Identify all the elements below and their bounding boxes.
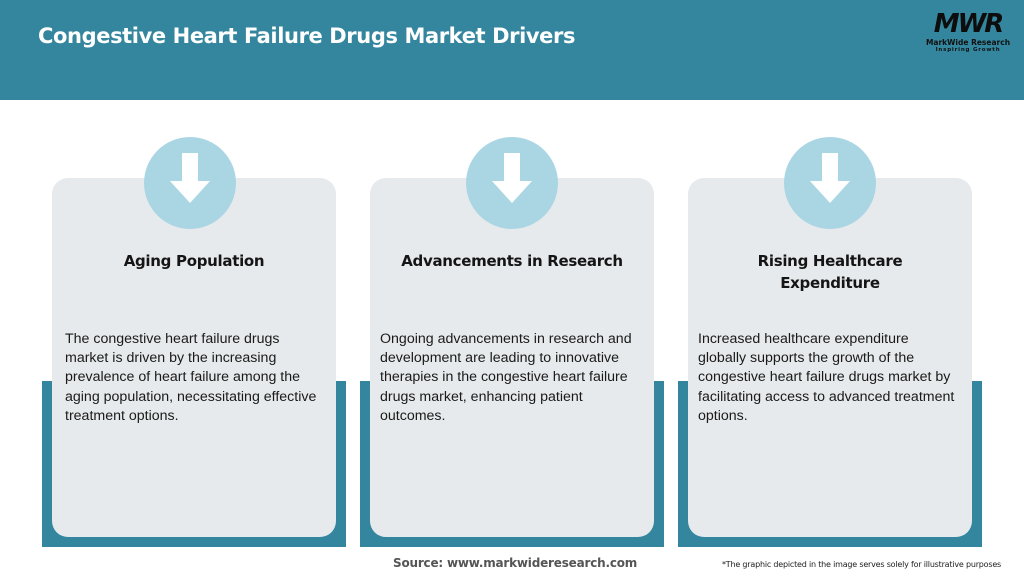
source-link[interactable]: Source: www.markwideresearch.com	[393, 556, 638, 570]
driver-card-advancements-in-research: Advancements in Research Ongoing advance…	[370, 178, 654, 537]
card-title: Aging Population	[123, 252, 265, 270]
arrow-down-icon	[492, 153, 532, 203]
arrow-circle	[784, 137, 876, 229]
driver-card-aging-population: Aging Population The congestive heart fa…	[52, 178, 336, 537]
driver-card-rising-healthcare-expenditure: Rising Healthcare Expenditure Increased …	[688, 178, 972, 537]
card-title: Advancements in Research	[401, 252, 623, 270]
markwide-logo: MWR MarkWide Research Inspiring Growth	[918, 10, 1018, 58]
card-body: The congestive heart failure drugs marke…	[65, 331, 317, 424]
card-body: Increased healthcare expenditure globall…	[698, 331, 955, 424]
logo-tagline: Inspiring Growth	[935, 47, 1001, 53]
logo-name: MarkWide Research	[925, 38, 1011, 47]
disclaimer-text: *The graphic depicted in the image serve…	[722, 560, 1002, 569]
arrow-circle	[144, 137, 236, 229]
header-banner: Congestive Heart Failure Drugs Market Dr…	[0, 0, 1024, 100]
card-body: Ongoing advancements in research and dev…	[380, 331, 632, 424]
arrow-circle	[466, 137, 558, 229]
logo-mark: MWR	[933, 9, 1005, 39]
arrow-down-icon	[810, 153, 850, 203]
card-title: Rising Healthcare Expenditure	[757, 252, 903, 292]
arrow-down-icon	[170, 153, 210, 203]
page-title: Congestive Heart Failure Drugs Market Dr…	[38, 24, 576, 48]
